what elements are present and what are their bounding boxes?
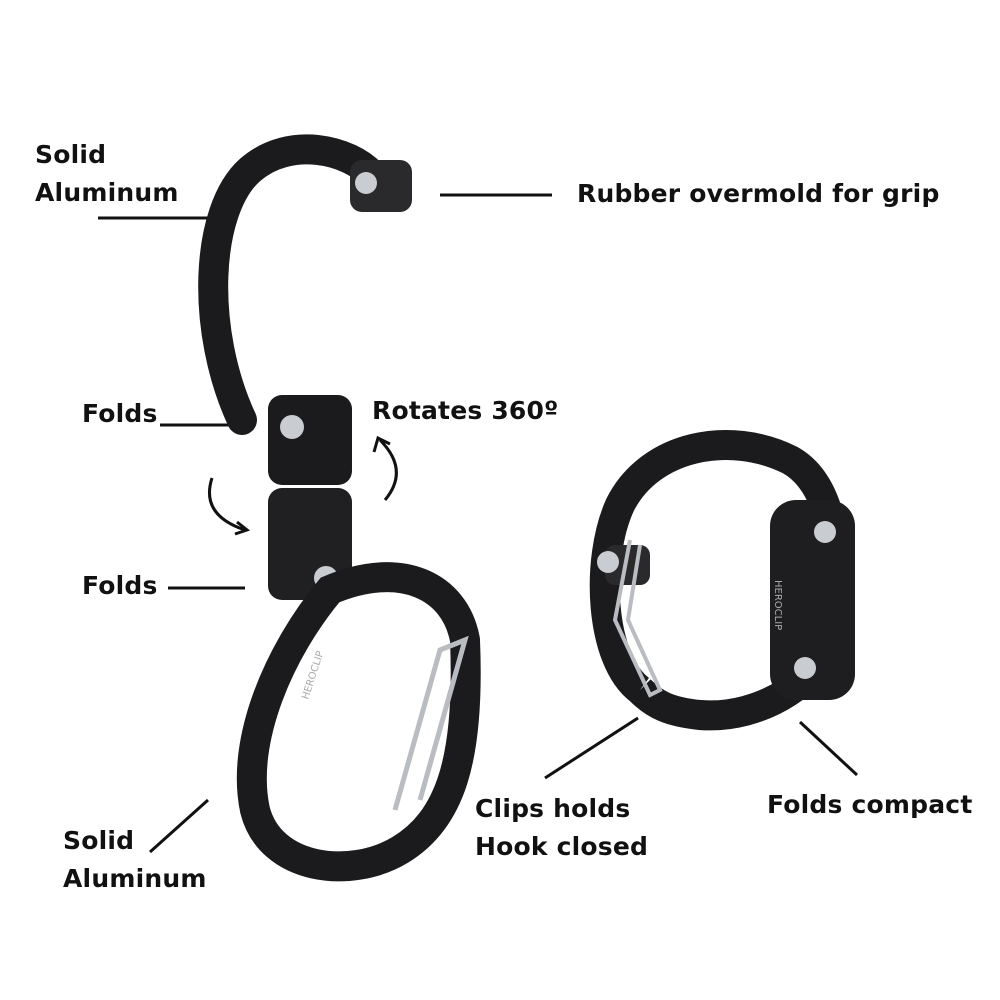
label-clips: Clips holds Hook closed — [475, 790, 648, 866]
brand-engraving: HEROCLIP — [300, 650, 326, 701]
brand-engraving: HEROCLIP — [772, 580, 783, 630]
leader-lines — [98, 193, 859, 854]
label-line: Hook closed — [475, 832, 649, 861]
rotate-arrow-right-head — [372, 435, 391, 453]
rotate-arrow-left — [207, 477, 246, 532]
label-line: Solid — [63, 826, 135, 855]
top-hook-arm — [198, 134, 387, 435]
compact-loop — [589, 430, 852, 731]
label-solid-aluminum-bottom: Solid Aluminum — [63, 822, 207, 898]
wire-gate — [612, 539, 663, 698]
rotate-arrow-right — [378, 438, 398, 501]
label-line: Solid — [35, 140, 107, 169]
leader-line-solid-aluminum-bottom — [148, 798, 210, 854]
label-folds-compact: Folds compact — [767, 790, 973, 819]
upper-swivel — [268, 395, 352, 485]
rivet — [794, 657, 816, 679]
label-folds-lower: Folds — [82, 571, 158, 600]
label-rotates: Rotates 360º — [372, 396, 559, 425]
heroclip-folded: HEROCLIP — [589, 430, 855, 731]
rotate-arrow-left-head — [234, 520, 251, 536]
wire-gate — [392, 635, 469, 811]
heroclip-extended: HEROCLIP — [198, 134, 481, 882]
rivet — [280, 415, 304, 439]
rivet — [355, 172, 377, 194]
label-line: Aluminum — [63, 864, 207, 893]
label-line: Aluminum — [35, 178, 179, 207]
folded-swivel — [770, 500, 855, 700]
label-line: Clips holds — [475, 794, 631, 823]
rivet — [814, 521, 836, 543]
label-folds-upper: Folds — [82, 399, 158, 428]
label-rubber-overmold: Rubber overmold for grip — [577, 179, 940, 208]
label-solid-aluminum-top: Solid Aluminum — [35, 136, 179, 212]
leader-line-folds-compact — [798, 720, 859, 777]
carabiner-loop — [236, 562, 481, 882]
leader-line-clips — [544, 716, 639, 780]
rivet — [597, 551, 619, 573]
